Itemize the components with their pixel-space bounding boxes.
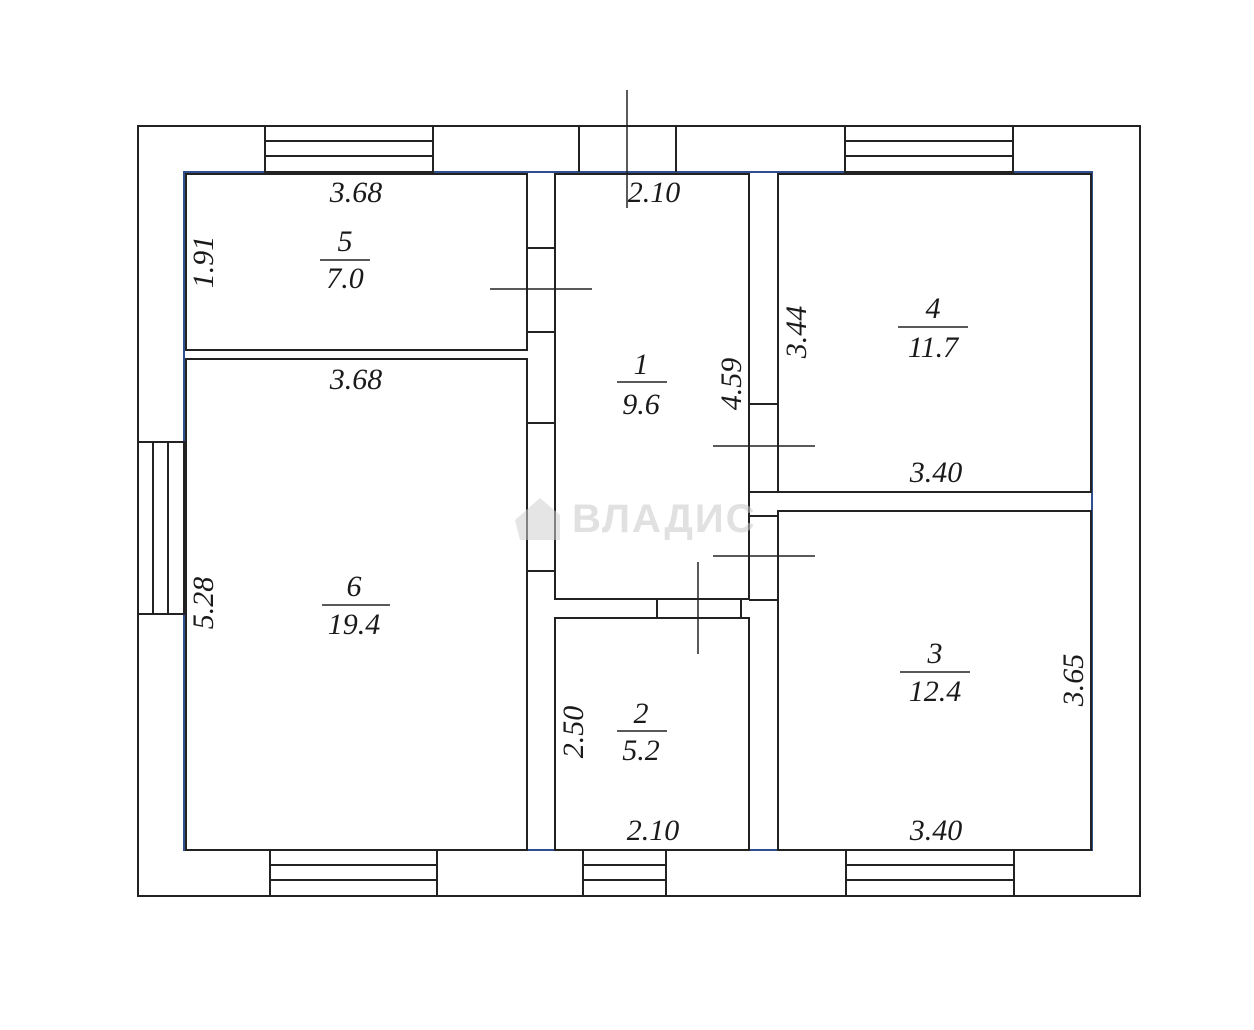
room-4-number: 4 <box>926 292 941 325</box>
dim-room2-bottom: 2.10 <box>627 814 680 847</box>
dim-room1-right: 4.59 <box>715 358 748 411</box>
room-1-number: 1 <box>634 348 649 381</box>
watermark-text: ВЛАДИС <box>572 497 756 541</box>
dim-room5-left: 1.91 <box>187 236 220 289</box>
dim-room4-bottom: 3.40 <box>909 456 963 489</box>
entrance <box>578 126 677 172</box>
dim-room1-top: 2.10 <box>628 176 681 209</box>
room-2-number: 2 <box>634 697 649 730</box>
room-1-area: 9.6 <box>622 388 660 421</box>
room-5-area: 7.0 <box>326 262 364 295</box>
room-4-area: 11.7 <box>908 331 960 364</box>
room-5-number: 5 <box>338 225 353 258</box>
room-5 <box>185 173 528 351</box>
room-4-label: 4 11.7 <box>898 292 968 364</box>
room-5-label: 5 7.0 <box>320 225 370 295</box>
room-3-label: 3 12.4 <box>900 637 970 708</box>
dim-room6-left: 5.28 <box>187 577 220 630</box>
dim-room4-left: 3.44 <box>780 306 813 360</box>
room-1 <box>554 173 750 600</box>
room-3-number: 3 <box>927 637 943 670</box>
room-6-area: 19.4 <box>328 608 381 641</box>
room-2-area: 5.2 <box>622 734 660 767</box>
room-2-label: 2 5.2 <box>617 697 667 767</box>
dim-room3-right: 3.65 <box>1057 654 1090 708</box>
window-bottom-left <box>269 849 438 897</box>
house-logo-icon <box>515 498 560 540</box>
window-left <box>137 441 185 615</box>
door-openings <box>527 247 778 618</box>
window-bottom-right <box>845 849 1015 897</box>
room-3-area: 12.4 <box>909 675 962 708</box>
watermark: ВЛАДИС <box>515 497 756 541</box>
dim-room2-left: 2.50 <box>557 706 590 759</box>
room-1-label: 1 9.6 <box>617 348 667 421</box>
dim-room6-top: 3.68 <box>329 363 383 396</box>
dim-room3-bottom: 3.40 <box>909 814 963 847</box>
room-6-number: 6 <box>347 570 362 603</box>
room-4 <box>777 173 1092 493</box>
door-markers <box>490 90 815 654</box>
room-6-label: 6 19.4 <box>322 570 390 641</box>
window-top-left <box>264 125 434 173</box>
dim-room5-top: 3.68 <box>329 176 383 209</box>
window-bottom-middle <box>582 849 667 897</box>
window-top-right <box>844 125 1014 173</box>
